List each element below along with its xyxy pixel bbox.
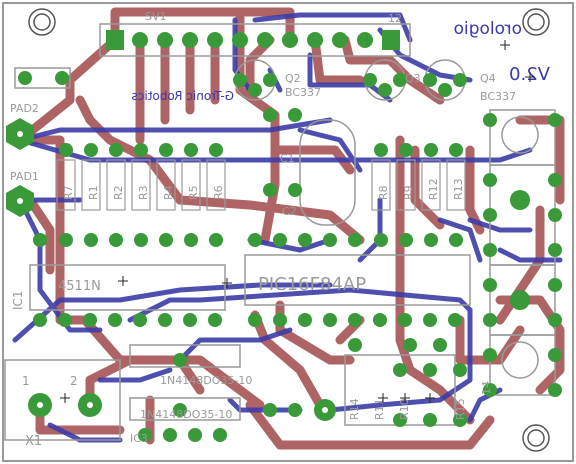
ic2-part-label: PIC16F84AP bbox=[258, 274, 366, 295]
resistor-label-r5: R5 bbox=[187, 185, 200, 200]
resistor-label-r2: R2 bbox=[112, 185, 125, 200]
q2-label: Q2 bbox=[285, 72, 301, 85]
mounting-holes bbox=[28, 8, 550, 452]
resistor-label-r8: R8 bbox=[377, 185, 390, 200]
pad2-label: PAD2 bbox=[10, 102, 39, 115]
brand-text: G-Tronic Robotics bbox=[132, 89, 234, 103]
resistor-label-r15: R15 bbox=[454, 398, 467, 420]
c1-label: C1 bbox=[280, 152, 295, 165]
q3-label: Q3 bbox=[405, 72, 421, 85]
sv1-pin-label: 12 bbox=[388, 12, 402, 25]
resistor-label-r4: R4 bbox=[162, 185, 175, 200]
resistor-label-r9: R9 bbox=[402, 185, 415, 200]
diode-a-label: 1N4148DO35-10 bbox=[160, 374, 252, 387]
origin-markers bbox=[60, 40, 535, 403]
resistor-label-r12: R12 bbox=[427, 178, 440, 200]
resistor-label-r10: R10 bbox=[398, 398, 411, 420]
bc337-label-a: BC337 bbox=[285, 86, 321, 99]
pin14-label: 14 bbox=[480, 381, 493, 395]
resistor-label-r7: R7 bbox=[62, 185, 75, 200]
resistor-bodies bbox=[56, 159, 466, 211]
ic1-label: IC1 bbox=[11, 290, 25, 310]
resistor-label-r6: R6 bbox=[212, 185, 225, 200]
resistor-label-r11: R11 bbox=[373, 398, 386, 420]
drill-holes bbox=[17, 131, 328, 413]
resistor-label-r13: R13 bbox=[452, 178, 465, 200]
labels: orologio V2.0 G-Tronic Robotics SV1 12 P… bbox=[10, 10, 550, 449]
resistor-label-r14: R14 bbox=[348, 398, 361, 420]
pads bbox=[6, 30, 562, 442]
bc337-label-b: BC337 bbox=[480, 90, 516, 103]
x1-pin2-label: 2 bbox=[70, 374, 78, 388]
diode-b-label: 1N4148DO35-10 bbox=[140, 408, 232, 421]
title-text: orologio bbox=[454, 19, 522, 39]
resistor-label-r1: R1 bbox=[87, 185, 100, 200]
x1-pin1-label: 1 bbox=[22, 374, 30, 388]
c2-label: C2 bbox=[282, 205, 297, 218]
q4-label: Q4 bbox=[480, 72, 496, 85]
sv1-label: SV1 bbox=[145, 10, 167, 23]
ic1-part-label: 4511N bbox=[58, 279, 101, 294]
pad1-label: PAD1 bbox=[10, 170, 39, 183]
ic3-label: IC3 bbox=[130, 432, 148, 445]
x1-label: X1 bbox=[25, 434, 42, 449]
resistor-label-r3: R3 bbox=[137, 185, 150, 200]
